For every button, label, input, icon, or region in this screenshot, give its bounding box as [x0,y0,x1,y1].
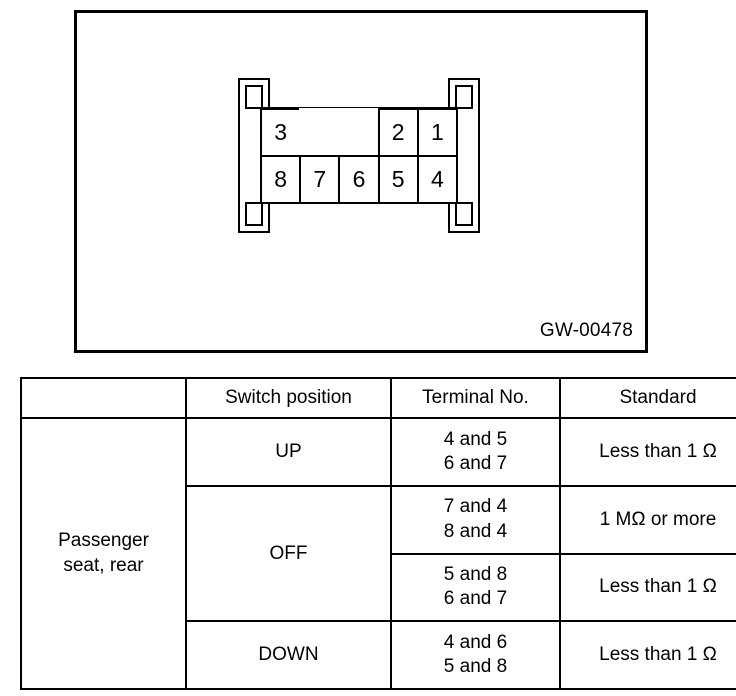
inspection-standard-table: Switch position Terminal No. Standard Pa… [20,377,736,690]
cell-standard-off-1: 1 MΩ or more [559,484,736,555]
table-header-row: Switch position Terminal No. Standard [20,377,736,419]
pin-2: 2 [377,108,419,157]
terminal-line1: 4 and 5 [443,428,508,450]
pin-4: 4 [416,155,458,204]
terminal-line2: 6 and 7 [443,588,508,610]
pin-3: 3 [260,108,302,157]
header-terminal-no: Terminal No. [390,377,561,419]
table-row: Passenger seat, rear UP 4 and 5 6 and 7 … [20,417,736,690]
cell-switch-position-up: UP [185,417,392,487]
connector-pin-grid: 3 2 1 8 7 6 5 4 [260,108,458,204]
cell-component-name: Passenger seat, rear [20,417,187,690]
cell-switch-position-off: OFF [185,484,392,623]
connector-notch-top-left [245,85,263,109]
cell-standard-down: Less than 1 Ω [559,620,736,690]
pin-7: 7 [299,155,341,204]
table-row: 5 and 8 6 and 7 Less than 1 Ω [21,552,736,623]
table-row: OFF 7 and 4 8 and 4 1 MΩ or more [21,484,736,623]
connector-notch-bottom-right [455,202,473,226]
pin-gap-left [299,108,341,157]
cell-switch-position-down: DOWN [185,620,392,690]
cell-terminal-off-1: 7 and 4 8 and 4 [390,484,561,555]
component-name-line2: seat, rear [63,554,144,576]
header-component [20,377,187,419]
terminal-line2: 5 and 8 [443,656,508,678]
cell-terminal-off-2: 5 and 8 6 and 7 [390,552,561,623]
connector-notch-bottom-left [245,202,263,226]
cell-terminal-up: 4 and 5 6 and 7 [390,417,561,487]
figure-reference-code: GW-00478 [539,320,633,341]
terminal-line1: 5 and 8 [443,564,508,586]
header-standard: Standard [559,377,736,419]
pin-5: 5 [377,155,419,204]
connector-figure-panel: 3 2 1 8 7 6 5 4 GW-00478 [74,10,648,353]
pin-gap-right [338,108,380,157]
component-name-line1: Passenger [58,530,149,552]
pin-1: 1 [416,108,458,157]
terminal-line2: 8 and 4 [443,520,508,542]
cell-standard-off-2: Less than 1 Ω [559,552,736,623]
cell-terminal-down: 4 and 6 5 and 8 [390,620,561,690]
table-row: DOWN 4 and 6 5 and 8 Less than 1 Ω [21,620,736,690]
connector-diagram: 3 2 1 8 7 6 5 4 [238,78,480,233]
terminal-line1: 4 and 6 [443,631,508,653]
cell-standard-up: Less than 1 Ω [559,417,736,487]
pin-6: 6 [338,155,380,204]
connector-notch-top-right [455,85,473,109]
header-switch-position: Switch position [185,377,392,419]
pin-8: 8 [260,155,302,204]
terminal-line1: 7 and 4 [443,496,508,518]
terminal-line2: 6 and 7 [443,452,508,474]
